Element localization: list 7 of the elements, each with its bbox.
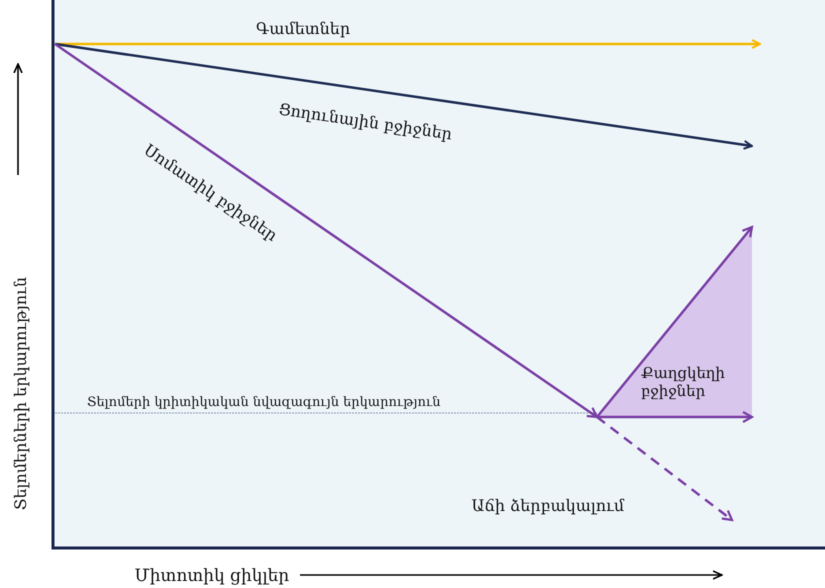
threshold-label: Տելոմերի կրիտիկական նվազագույն երկարություն: [87, 395, 441, 411]
line-label: Գամետներ: [256, 18, 350, 38]
region-label: Քաղցկեղի բջիջներ: [641, 364, 726, 400]
line-label: Ցողունային բջիջներ: [277, 98, 453, 144]
axis-label: Տելոմերների երկարություն: [10, 276, 30, 510]
axis-label: Միտոտիկ ցիկլեր: [134, 566, 290, 586]
line-label: Աճի ձերբակալում: [472, 496, 624, 515]
